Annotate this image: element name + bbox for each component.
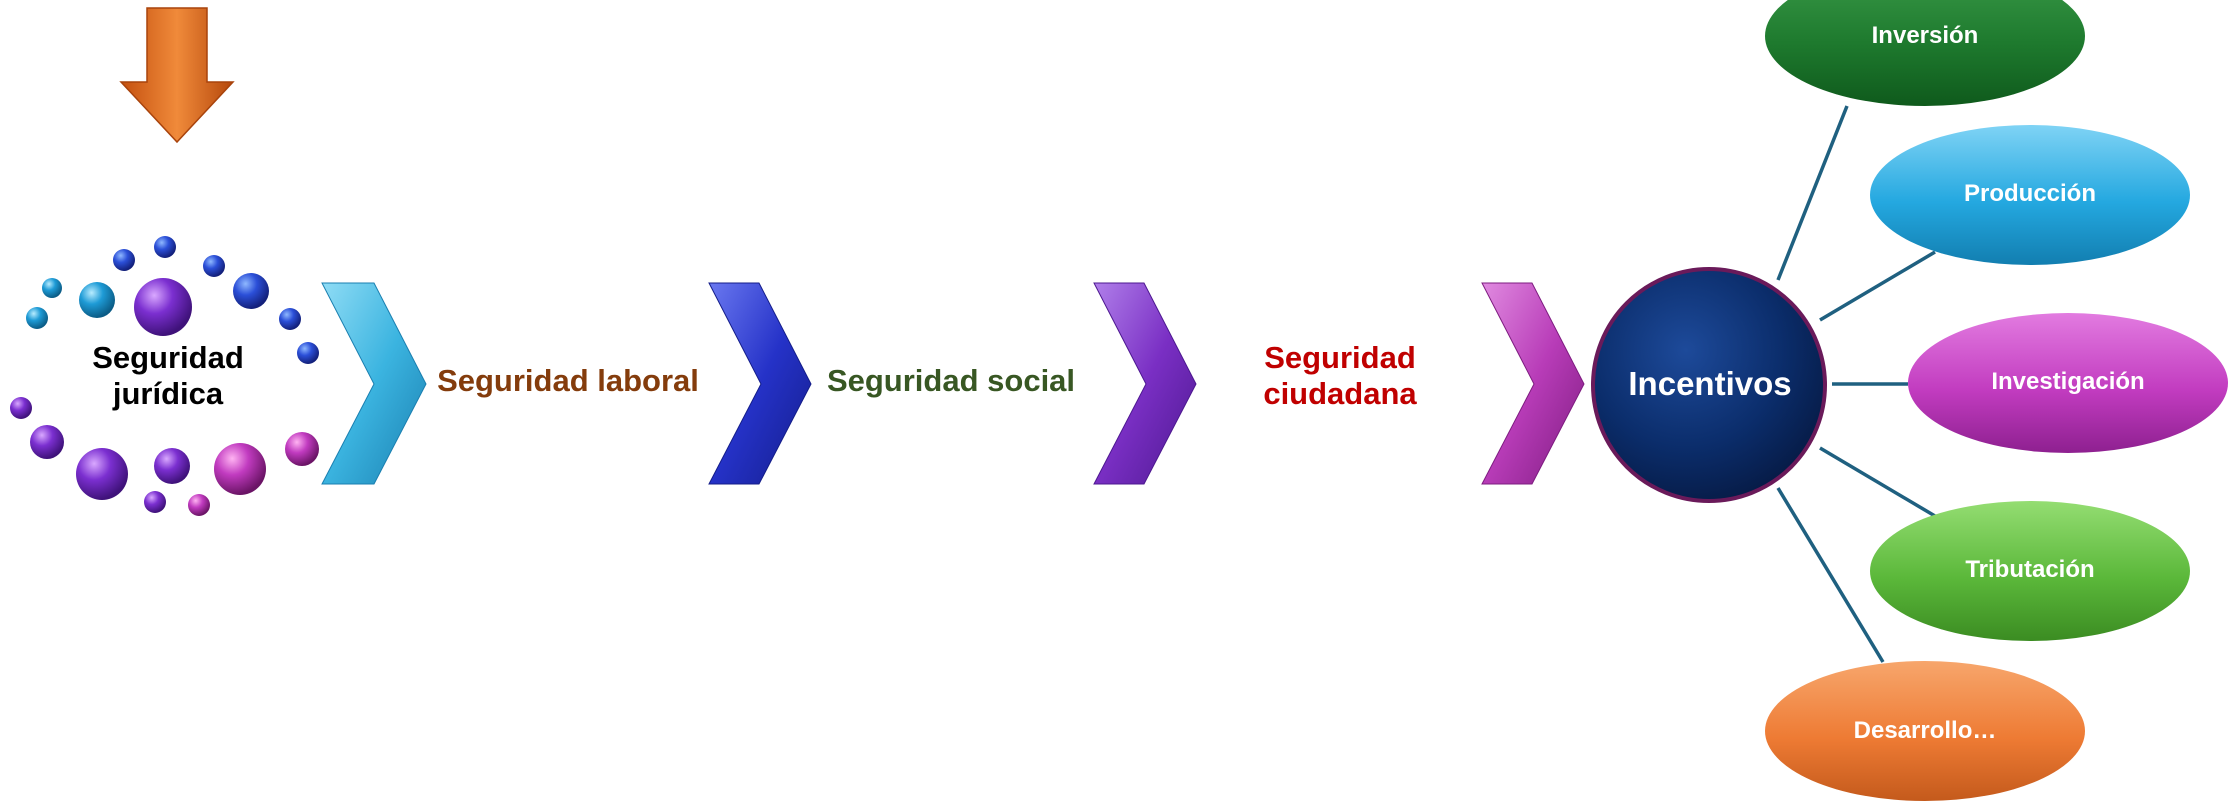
connector-lines: [1776, 105, 1936, 663]
branch-produccion-label: Producción: [1963, 180, 2096, 207]
branch-investigacion-label: Investigación: [1991, 368, 2145, 395]
branch-desarrollo-label: Desarrollo…: [1853, 717, 1997, 744]
chevron-4-icon: [1481, 282, 1585, 485]
chevron-3-icon: [1093, 282, 1197, 485]
oval-investigacion: [1908, 313, 2228, 453]
seguridad-laboral-label: Seguridad laboral: [437, 363, 699, 398]
branch-inversion-label: Inversión: [1871, 22, 1979, 49]
hub-label: Incentivos: [1628, 365, 1792, 402]
hub-circle: [1591, 267, 1827, 503]
chevron-1-icon: [321, 282, 427, 485]
down-arrow-icon: [119, 7, 235, 144]
seguridad-ciudadana-label: Seguridad ciudadana: [1263, 340, 1417, 411]
seguridad-juridica-label: Seguridad jurídica: [92, 340, 244, 411]
oval-inversion: [1765, 0, 2085, 106]
oval-produccion: [1870, 125, 2190, 265]
chevron-2-icon: [708, 282, 812, 485]
oval-desarrollo: [1765, 661, 2085, 801]
sphere-cluster-icon: [10, 236, 319, 516]
branch-tributacion-label: Tributación: [1965, 556, 2095, 583]
oval-tributacion: [1870, 501, 2190, 641]
seguridad-social-label: Seguridad social: [826, 363, 1076, 398]
